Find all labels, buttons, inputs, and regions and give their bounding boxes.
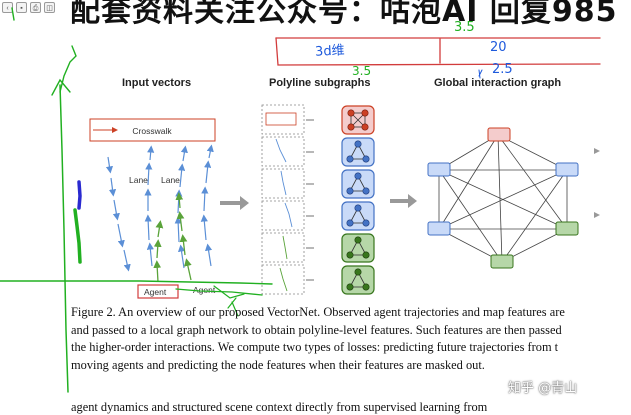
agent-label-right: Agent	[193, 285, 216, 295]
polyline-subgraphs-panel	[261, 104, 375, 295]
global-node-agent-2	[490, 254, 514, 269]
figure-caption: Figure 2. An overview of our proposed Ve…	[71, 304, 631, 374]
panel-title-polyline-subgraphs: Polyline subgraphs	[269, 77, 371, 89]
caption-line-4: moving agents and predicting the node fe…	[71, 357, 485, 372]
subgraph-box-2	[261, 136, 305, 167]
watermark-banner: 配套资料关注公众号：咕泡AI 回复985	[70, 0, 618, 29]
crosswalk-box	[89, 118, 216, 142]
viewer-toolbar: ‹ ▪ ⎙ ◫	[0, 0, 72, 14]
subgraph-box-4	[261, 200, 305, 231]
caption-line-2: and passed to a local graph network to o…	[71, 322, 562, 337]
handwritten-25: 2.5	[492, 62, 513, 77]
subgraph-node-lane-2	[341, 169, 375, 199]
arrow-to-subgraphs	[220, 196, 249, 210]
body-text-cutoff: agent dynamics and structured scene cont…	[71, 400, 488, 414]
subgraph-node-lane-1	[341, 137, 375, 167]
view-icon[interactable]: ◫	[44, 1, 55, 13]
subgraph-box-1	[261, 104, 305, 135]
back-icon[interactable]: ‹	[2, 1, 13, 13]
handwritten-20: 20	[490, 40, 507, 55]
subgraph-node-crosswalk	[341, 105, 375, 135]
global-interaction-graph	[427, 127, 600, 269]
handwritten-annotations	[0, 7, 601, 393]
global-node-crosswalk	[487, 127, 511, 142]
handwritten-35-top: 3.5	[454, 20, 475, 35]
save-icon[interactable]: ▪	[16, 1, 27, 13]
subgraph-box-6	[261, 264, 305, 295]
print-icon[interactable]: ⎙	[30, 1, 41, 13]
input-vectors-panel: Crosswalk	[89, 118, 216, 297]
vectornet-figure: Crosswalk	[0, 7, 601, 393]
lane-label-right: Lane	[161, 175, 180, 185]
zhihu-credit: 知乎 @青山	[508, 381, 578, 396]
agent-label-left: Agent	[144, 287, 167, 297]
lane-label-left: Lane	[129, 175, 148, 185]
global-node-lane-2	[555, 162, 579, 177]
subgraph-box-5	[261, 232, 305, 263]
global-node-lane-1	[427, 162, 451, 177]
panel-title-global-graph: Global interaction graph	[434, 77, 562, 89]
global-node-lane-3	[427, 221, 451, 236]
subgraph-node-lane-3	[341, 201, 375, 231]
subgraph-node-agent-2	[341, 265, 375, 295]
global-node-agent-1	[555, 221, 579, 236]
panel-title-input-vectors: Input vectors	[122, 77, 192, 89]
caption-line-1: Figure 2. An overview of our proposed Ve…	[71, 305, 565, 319]
crosswalk-label: Crosswalk	[132, 126, 172, 136]
arrow-to-global-graph	[390, 194, 417, 208]
subgraph-node-agent-1	[341, 233, 375, 263]
subgraph-box-3	[261, 168, 305, 199]
handwritten-35-green: 3.5	[352, 64, 372, 78]
caption-line-3: the higher-order interactions. We comput…	[71, 340, 559, 354]
handwritten-3d: 3d维	[314, 43, 346, 60]
